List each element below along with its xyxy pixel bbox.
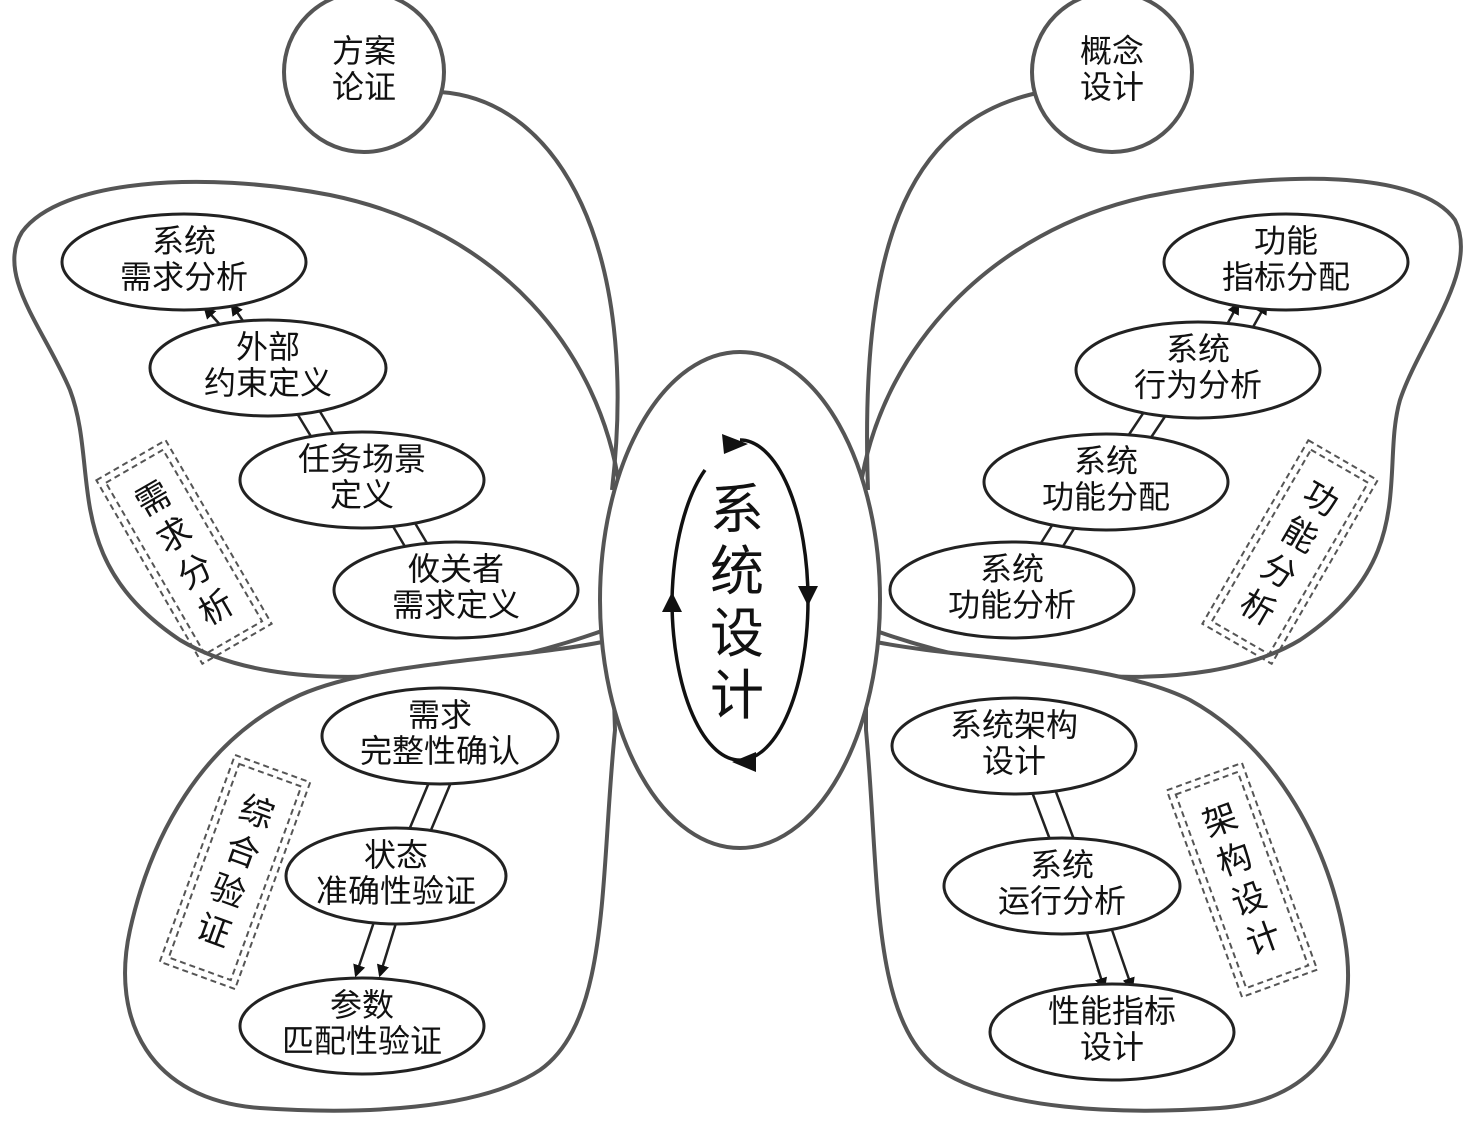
svg-text:运行分析: 运行分析	[998, 882, 1126, 920]
cycle-arc-tr	[739, 438, 810, 601]
center-label-char-1: 系	[710, 478, 764, 541]
svg-text:需求分析: 需求分析	[120, 258, 248, 296]
svg-text:设计: 设计	[1080, 1028, 1144, 1066]
svg-text:约束定义: 约束定义	[204, 364, 332, 402]
cycle-arrowhead-bottom	[732, 752, 756, 772]
svg-text:准确性验证: 准确性验证	[316, 872, 476, 910]
cycle-arc-br	[741, 599, 810, 762]
ul-node-4: 攸关者 需求定义	[332, 540, 580, 640]
ul-node-2: 外部 约束定义	[148, 318, 388, 418]
svg-text:功能: 功能	[1254, 222, 1318, 260]
ll-node-1: 需求 完整性确认	[320, 686, 560, 786]
cycle-arc-bl	[670, 599, 743, 762]
svg-text:任务场景: 任务场景	[298, 440, 426, 478]
ll-node-2: 状态 准确性验证	[284, 826, 508, 926]
butterfly-body	[598, 350, 882, 850]
ur-node-3: 系统 功能分配	[982, 432, 1230, 532]
cycle-arrowhead-top	[722, 434, 748, 454]
svg-text:系统: 系统	[1030, 846, 1094, 884]
right-antenna-line2: 设计	[1080, 68, 1144, 106]
cycle-arrowhead-left	[662, 592, 682, 612]
lr-node-3: 性能指标 设计	[988, 982, 1236, 1082]
svg-text:攸关者: 攸关者	[408, 550, 504, 588]
svg-text:系统: 系统	[1166, 330, 1230, 368]
svg-text:需求: 需求	[408, 696, 472, 734]
center-label-char-4: 计	[710, 664, 764, 727]
svg-text:需求定义: 需求定义	[392, 586, 520, 624]
ul-node-1: 系统 需求分析	[60, 212, 308, 312]
svg-text:系统: 系统	[980, 550, 1044, 588]
center-label-char-2: 统	[710, 540, 764, 603]
cycle-arc-tl	[670, 468, 707, 601]
ur-node-4: 系统 功能分析	[888, 540, 1136, 640]
lr-node-2: 系统 运行分析	[942, 836, 1182, 936]
lr-node-1: 系统架构 设计	[890, 696, 1138, 796]
svg-text:功能分析: 功能分析	[948, 586, 1076, 624]
svg-text:参数: 参数	[330, 986, 394, 1024]
center-label-char-3: 设	[710, 602, 764, 665]
svg-text:指标分配: 指标分配	[1222, 258, 1350, 296]
svg-text:完整性确认: 完整性确认	[360, 732, 520, 770]
lr-connectors	[1030, 791, 1135, 991]
right-antenna-circle	[1030, 0, 1194, 154]
svg-text:行为分析: 行为分析	[1134, 366, 1262, 404]
ll-node-3: 参数 匹配性验证	[238, 976, 486, 1076]
svg-text:设计: 设计	[982, 742, 1046, 780]
svg-text:匹配性验证: 匹配性验证	[282, 1022, 442, 1060]
ur-node-2: 系统 行为分析	[1074, 320, 1322, 420]
right-antenna-stalk	[865, 90, 1043, 491]
svg-text:定义: 定义	[330, 476, 394, 514]
svg-text:性能指标: 性能指标	[1048, 992, 1176, 1030]
svg-text:系统: 系统	[152, 222, 216, 260]
left-antenna-stalk	[439, 90, 620, 491]
right-antenna-line1: 概念	[1080, 32, 1144, 70]
svg-text:外部: 外部	[236, 328, 300, 366]
svg-text:功能分配: 功能分配	[1042, 478, 1170, 516]
svg-text:系统: 系统	[1074, 442, 1138, 480]
ul-node-3: 任务场景 定义	[238, 430, 486, 530]
svg-text:状态: 状态	[364, 836, 428, 874]
ur-node-1: 功能 指标分配	[1162, 212, 1410, 312]
left-antenna-circle	[282, 0, 446, 154]
svg-text:系统架构: 系统架构	[950, 706, 1078, 744]
cycle-arrowhead-right	[798, 586, 818, 606]
left-antenna-line2: 论证	[332, 68, 396, 106]
left-antenna-line1: 方案	[332, 32, 396, 70]
